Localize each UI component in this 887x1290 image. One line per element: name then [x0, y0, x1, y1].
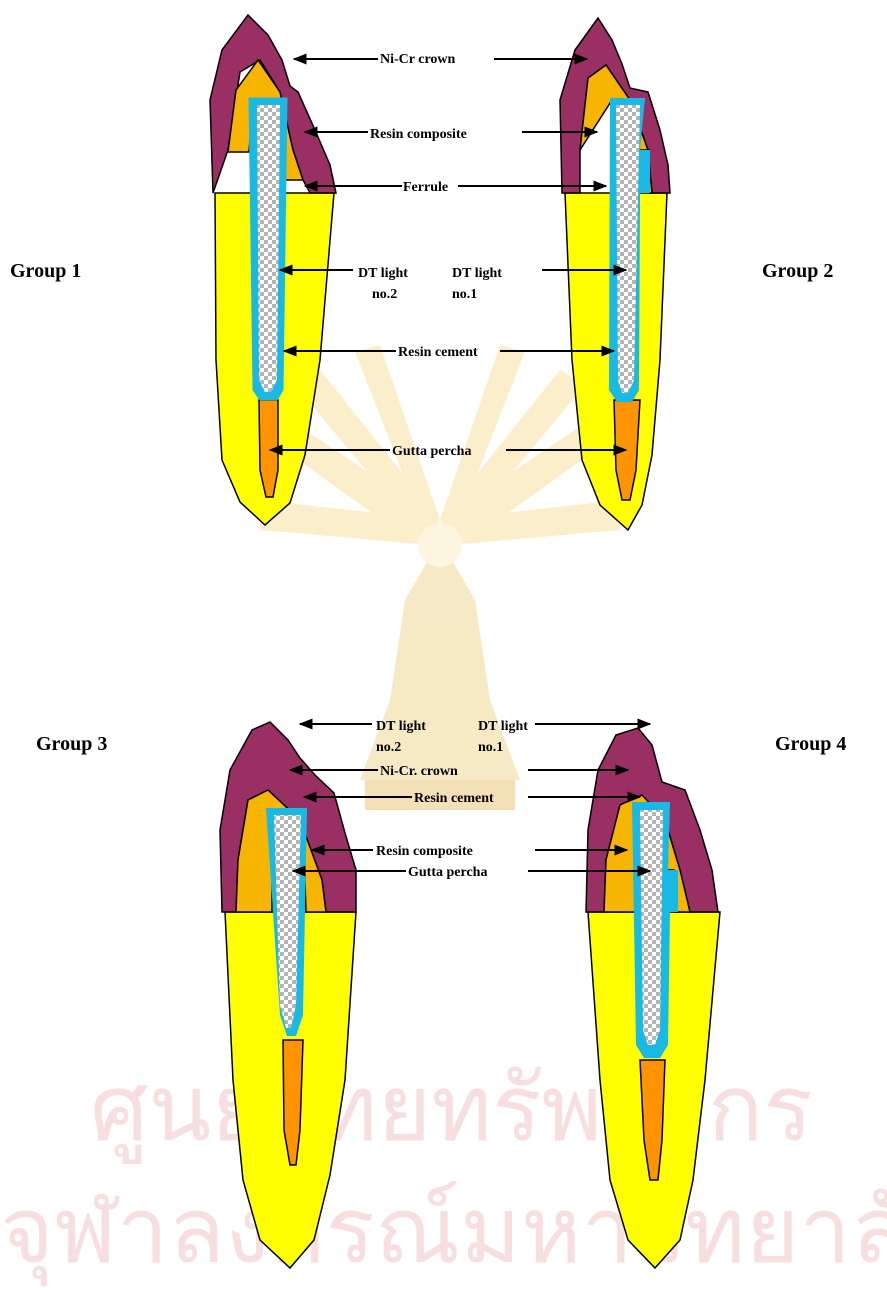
crown-label: Ni-Cr crown: [380, 52, 456, 67]
fiber-post: [640, 810, 663, 1045]
cement-label: Resin cement: [414, 791, 494, 806]
watermark-line2: จุฬาลงกรณ์มหาวิทยาลัย: [0, 1177, 887, 1287]
gutta-label: Gutta percha: [408, 865, 487, 880]
gutta-label: Gutta percha: [392, 444, 471, 459]
post-left-label-1: DT light: [358, 266, 408, 281]
fiber-post: [257, 105, 280, 392]
post-right-label-2: no.1: [452, 287, 477, 302]
watermark: ศูนย์วิทยทรัพยากร จุฬาลงกรณ์มหาวิทยาลัย: [0, 345, 887, 1287]
cement-label: Resin cement: [398, 345, 478, 360]
post-left-label-1: DT light: [376, 719, 426, 734]
post-right-label-1: DT light: [478, 719, 528, 734]
post-right-label-1: DT light: [452, 266, 502, 281]
composite-label: Resin composite: [370, 127, 467, 142]
post-left-label-2: no.2: [372, 287, 397, 302]
group-1-label: Group 1: [10, 260, 81, 282]
labels-top: Group 1 Group 2 Ni-Cr crown Resin compos…: [10, 52, 833, 459]
crown-label: Ni-Cr. crown: [380, 764, 458, 779]
ferrule-label: Ferrule: [403, 180, 448, 195]
post-left-label-2: no.2: [376, 740, 401, 755]
group-2-label: Group 2: [762, 260, 833, 282]
watermark-emblem: [260, 345, 620, 810]
group-4-label: Group 4: [775, 733, 846, 755]
group-3-label: Group 3: [36, 733, 107, 755]
composite-label: Resin composite: [376, 844, 473, 859]
post-right-label-2: no.1: [478, 740, 503, 755]
